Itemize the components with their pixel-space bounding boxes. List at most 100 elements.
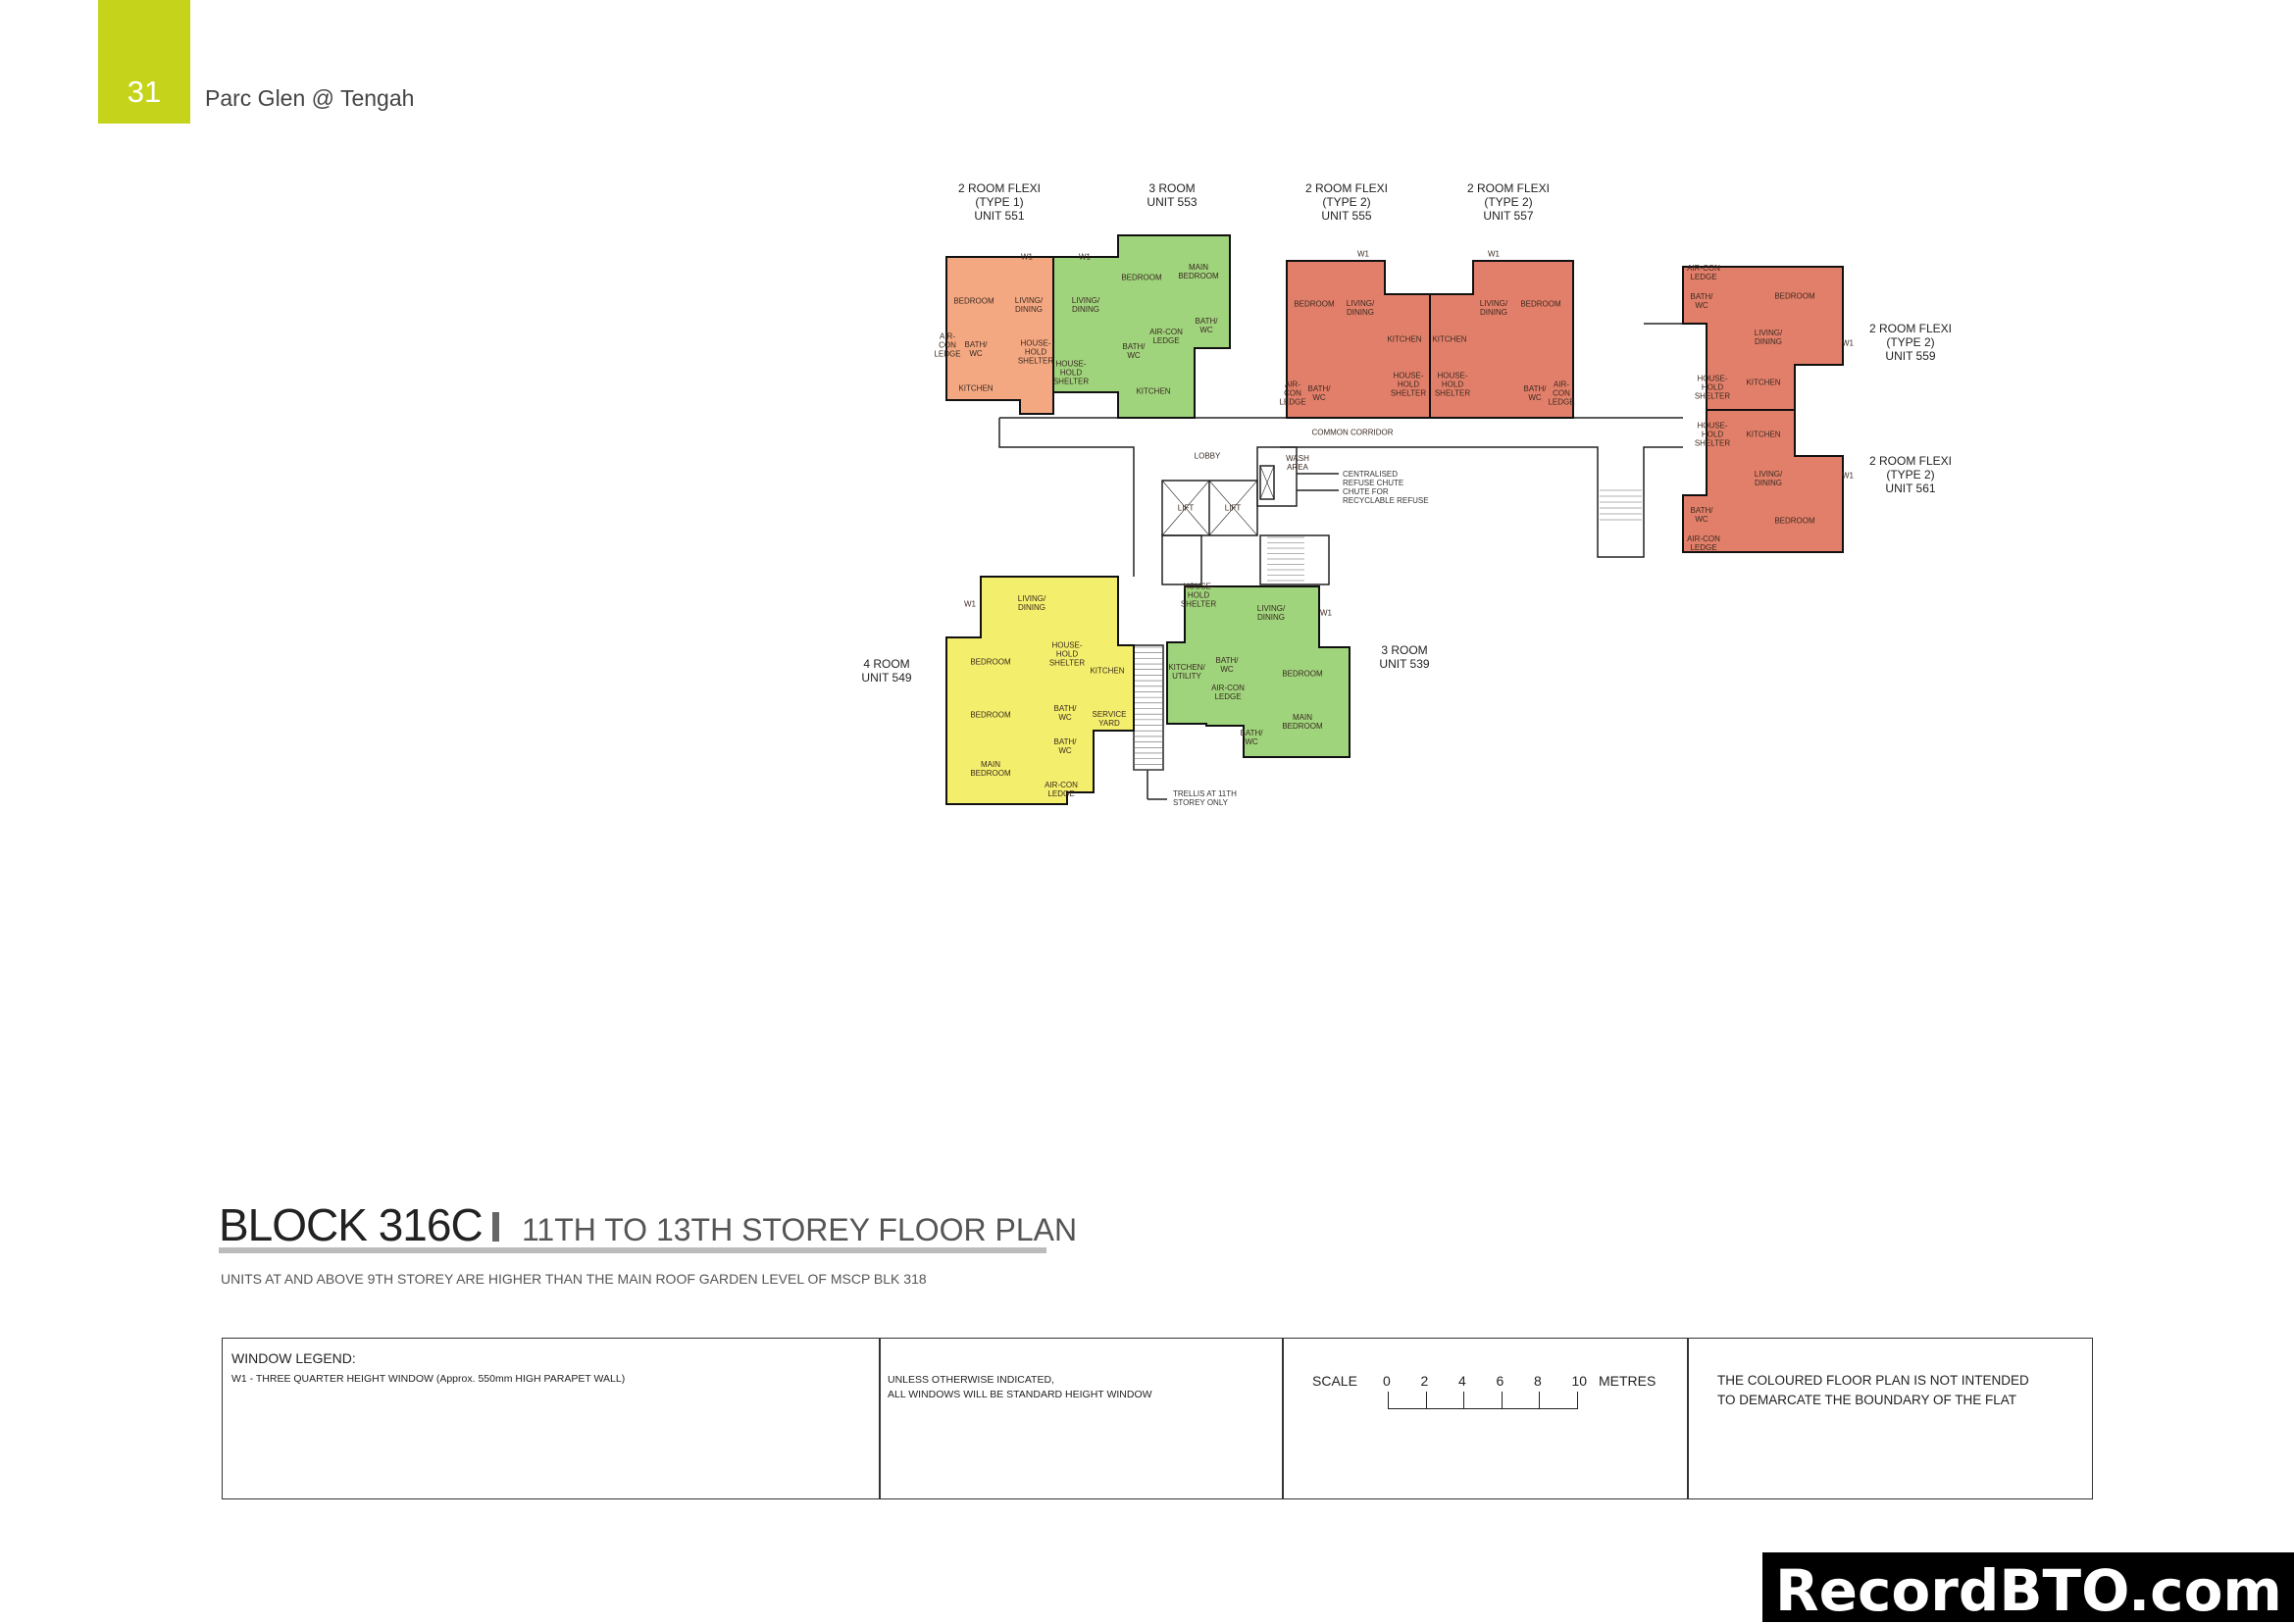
scale-label: SCALE: [1312, 1373, 1357, 1389]
window-legend-heading: WINDOW LEGEND:: [231, 1350, 356, 1366]
unit-539-shape: [1166, 585, 1351, 758]
block-title: BLOCK 316C: [219, 1199, 484, 1250]
room-label: KITCHEN: [1387, 334, 1422, 344]
room-label: BEDROOM: [1121, 273, 1162, 282]
room-label: BATH/ WC: [1690, 506, 1713, 524]
room-label: BATH/ WC: [1053, 737, 1077, 755]
room-label: BATH/ WC: [964, 340, 988, 358]
trellis-label: TRELLIS AT 11TH STOREY ONLY: [1173, 789, 1237, 807]
unit-553-label: 3 ROOM UNIT 553: [1147, 181, 1198, 209]
room-label: AIR- CON LEDGE: [934, 331, 961, 359]
lift-label: LIFT: [1177, 503, 1195, 513]
units: [945, 234, 1844, 805]
room-label: BEDROOM: [1294, 299, 1335, 309]
unit-539-label: 3 ROOM UNIT 539: [1379, 643, 1430, 671]
unit-551-label: 2 ROOM FLEXI (TYPE 1) UNIT 551: [957, 181, 1042, 223]
scale-tick-label: 8: [1534, 1373, 1542, 1389]
refuse-chute-label: CENTRALISED REFUSE CHUTE CHUTE FOR RECYC…: [1343, 470, 1429, 505]
room-label: SERVICE YARD: [1092, 710, 1127, 728]
unit-561-label: 2 ROOM FLEXI (TYPE 2) UNIT 561: [1868, 454, 1953, 495]
window-legend-w1: W1 - THREE QUARTER HEIGHT WINDOW (Approx…: [231, 1373, 626, 1385]
unit-549-shape: [945, 576, 1135, 805]
unit-559-label: 2 ROOM FLEXI (TYPE 2) UNIT 559: [1868, 322, 1953, 363]
scale-line: [1388, 1408, 1577, 1409]
room-label: AIR-CON LEDGE: [1211, 684, 1245, 701]
room-label: HOUSE- HOLD SHELTER: [1017, 338, 1054, 366]
window-tag: W1: [1021, 252, 1033, 262]
room-label: BEDROOM: [953, 296, 994, 306]
watermark: RecordBTO.com: [1775, 1557, 2282, 1624]
window-tag: W1: [1842, 471, 1854, 481]
wash-area-label: WASH AREA: [1286, 454, 1309, 472]
room-label: BEDROOM: [970, 657, 1011, 667]
divider: [879, 1339, 881, 1498]
room-label: KITCHEN: [1090, 666, 1125, 676]
unit-557-label: 2 ROOM FLEXI (TYPE 2) UNIT 557: [1466, 181, 1551, 223]
scale-tick-label: 6: [1496, 1373, 1504, 1389]
unit-549-label: 4 ROOM UNIT 549: [861, 657, 912, 685]
room-label: BATH/ WC: [1215, 656, 1239, 674]
room-label: LIVING/ DINING: [1346, 299, 1375, 317]
room-label: HOUSE- HOLD SHELTER: [1052, 359, 1090, 386]
room-label: KITCHEN: [1746, 378, 1781, 387]
room-label: BATH/ WC: [1240, 729, 1263, 746]
window-tag: W1: [1842, 338, 1854, 348]
room-label: KITCHEN: [1432, 334, 1467, 344]
title-separator: [492, 1212, 499, 1242]
watermark-box: [1762, 1552, 2294, 1622]
room-label: KITCHEN: [1746, 430, 1781, 439]
scale-tick-label: 0: [1383, 1373, 1391, 1389]
document-title: Parc Glen @ Tengah: [205, 85, 415, 111]
scale-tick: [1539, 1392, 1540, 1409]
window-tag: W1: [1079, 252, 1091, 262]
scale-tick-label: 10: [1571, 1373, 1588, 1389]
stairs: [1134, 489, 1642, 771]
room-label: LIVING/ DINING: [1017, 594, 1046, 612]
room-label: BEDROOM: [970, 710, 1011, 720]
storey-note: UNITS AT AND ABOVE 9TH STOREY ARE HIGHER…: [221, 1271, 927, 1287]
scale-unit: METRES: [1599, 1373, 1657, 1389]
unit-557-shape: [1429, 260, 1574, 419]
room-label: BATH/ WC: [1053, 704, 1077, 722]
unit-553-shape: [1052, 234, 1231, 419]
room-label: AIR-CON LEDGE: [1687, 264, 1720, 281]
room-label: AIR- CON LEDGE: [1279, 380, 1306, 407]
room-label: KITCHEN: [1136, 386, 1171, 396]
scale-tick: [1501, 1392, 1503, 1409]
window-tag: W1: [964, 599, 976, 609]
room-label: HOUSE- HOLD SHELTER: [1434, 371, 1471, 398]
window-tag: W1: [1357, 249, 1369, 259]
floor-plan-subtitle: 11TH TO 13TH STOREY FLOOR PLAN: [522, 1212, 1078, 1247]
room-label: BATH/ WC: [1690, 292, 1713, 310]
room-label: BEDROOM: [1774, 291, 1815, 301]
room-label: LIVING/ DINING: [1754, 470, 1783, 487]
room-label: LIVING/ DINING: [1754, 329, 1783, 346]
room-label: AIR-CON LEDGE: [1045, 781, 1078, 798]
room-label: KITCHEN: [958, 383, 994, 393]
lift-label: LIFT: [1224, 503, 1242, 513]
room-label: LIVING/ DINING: [1479, 299, 1508, 317]
room-label: HOUSE- HOLD SHELTER: [1694, 374, 1731, 401]
scale-tick: [1388, 1392, 1389, 1409]
room-label: KITCHEN/ UTILITY: [1168, 663, 1205, 681]
room-label: MAIN BEDROOM: [970, 760, 1011, 778]
room-label: MAIN BEDROOM: [1178, 263, 1219, 280]
unit-561-shape: [1682, 409, 1844, 553]
common-corridor-label: COMMON CORRIDOR: [1311, 428, 1394, 437]
disclaimer: THE COLOURED FLOOR PLAN IS NOT INTENDED …: [1717, 1373, 2029, 1407]
room-label: LIVING/ DINING: [1256, 604, 1286, 622]
room-label: HOUSE- HOLD SHELTER: [1180, 582, 1217, 609]
page-number-box: [98, 0, 190, 124]
window-tag: W1: [1488, 249, 1500, 259]
room-label: AIR-CON LEDGE: [1687, 534, 1720, 552]
title-underline: [219, 1247, 1046, 1253]
room-label: HOUSE- HOLD SHELTER: [1694, 421, 1731, 448]
room-label: BATH/ WC: [1122, 342, 1146, 360]
window-tag: W1: [1320, 608, 1332, 618]
room-label: AIR-CON LEDGE: [1149, 328, 1183, 345]
room-label: HOUSE- HOLD SHELTER: [1048, 640, 1086, 668]
room-label: LIVING/ DINING: [1014, 296, 1044, 314]
room-label: BATH/ WC: [1523, 384, 1547, 402]
scale-tick: [1425, 1392, 1427, 1409]
page-number: 31: [127, 75, 162, 109]
